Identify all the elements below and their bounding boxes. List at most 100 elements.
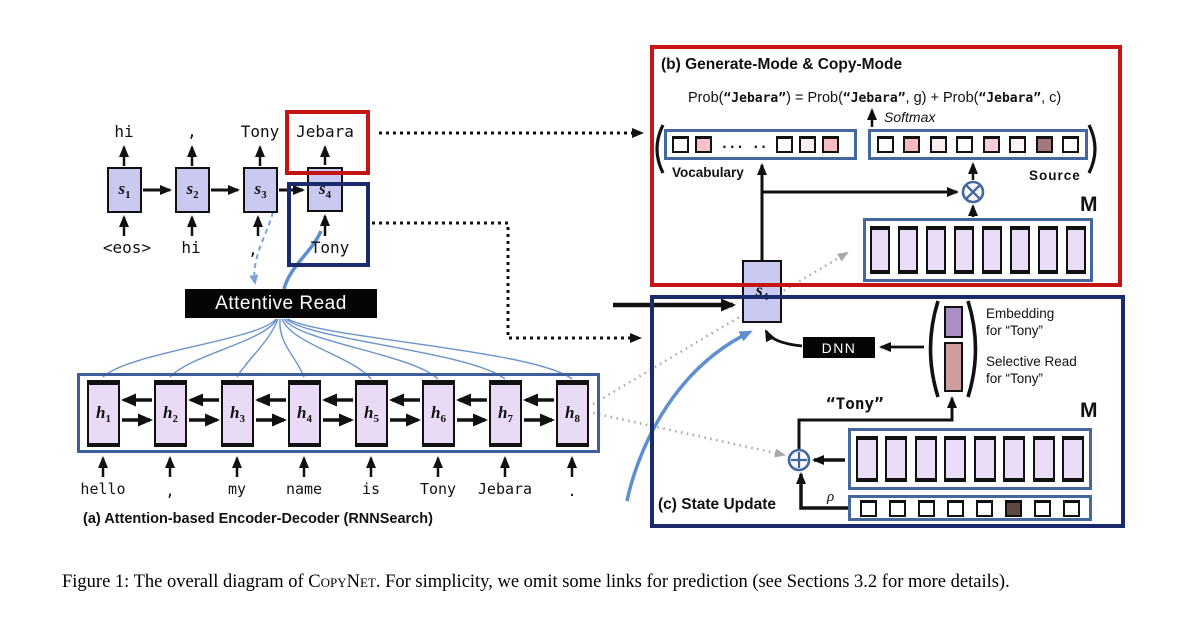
panel-c-title: (c) State Update [658,496,776,513]
decoder-output-word: Jebara [296,122,354,141]
source-cell [1035,136,1053,153]
encoder-state-h5: h5 [355,380,388,447]
source-cell [903,136,921,153]
encoder-token: Tony [419,480,457,498]
rho-cell [947,499,964,517]
embedding-label-line2: for “Tony” [986,323,1044,338]
dotted-connectors [372,128,644,343]
memory-bar [954,226,974,274]
embedding-label-line1: Embedding [986,306,1055,321]
vocab-cell [822,136,839,153]
vocab-cell [695,136,712,153]
decoder-output-word: Tony [240,122,280,141]
rho-cell [1005,499,1022,517]
memory-label-c: M [1080,399,1098,422]
encoder-state-h7: h7 [489,380,522,447]
decoder-input-word: , [248,240,258,259]
copy-source-frame [287,182,370,267]
memory-bar [856,436,878,482]
rho-cell [918,499,935,517]
predicted-word-frame [285,110,370,175]
vocab-cell [799,136,816,153]
source-cell [982,136,1000,153]
decoder-state-s1: s1 [107,167,142,213]
rho-cell [889,499,906,517]
selective-label-line1: Selective Read [986,354,1077,369]
encoder-token: Jebara [477,480,533,498]
source-cell [1061,136,1079,153]
figure-caption: Figure 1: The overall diagram of CopyNet… [62,572,1010,592]
multiply-node [961,180,985,204]
dnn-box: DNN [803,337,875,358]
panel-a-label: (a) Attention-based Encoder-Decoder (RNN… [83,511,433,527]
encoder-token-arrows [98,456,577,477]
decoder-input-word: <eos> [102,238,152,257]
source-row [868,129,1088,160]
memory-box-c [848,428,1092,490]
attention-query-dashed-curve [249,211,274,285]
attentive-context-curve [625,330,753,502]
rho-label: ρ [827,489,835,505]
embedding-bar [944,306,963,338]
softmax-label: Softmax [884,109,936,125]
memory-bar [898,226,918,274]
state-update-panel [650,295,1125,528]
vocab-cell [672,136,689,153]
memory-bar [1032,436,1055,482]
source-cell [956,136,974,153]
update-state-s4: s4 [742,260,782,323]
decoder-input-word: Tony [310,238,350,257]
memory-bar [1061,436,1084,482]
attention-fan [102,318,573,380]
source-cell [877,136,894,153]
memory-bar [1003,436,1026,482]
encoder-state-h3: h3 [221,380,254,447]
encoder-state-h1: h1 [87,380,120,447]
rho-cell [860,499,877,517]
encoder-token: , [165,482,175,500]
memory-bar [1038,226,1058,274]
memory-box-b [863,218,1093,282]
decoder-output-word: hi [114,122,134,141]
encoder-token: name [285,480,323,498]
memory-bar [914,436,937,482]
tony-label: “Tony” [826,394,884,413]
memory-bar [1066,226,1086,274]
copynet-name: CopyNet [308,572,376,592]
encoder-token: hello [80,480,126,498]
encoder-token: . [567,482,577,500]
source-label: Source [1029,168,1081,183]
decoder-state-s3: s3 [243,167,278,213]
attention-query-curve [282,230,323,290]
encoder-token: my [227,480,247,498]
rho-cell [1063,499,1080,517]
vocab-cell [776,136,793,153]
vocabulary-label: Vocabulary [672,165,744,180]
vocabulary-row: ... .. [664,129,857,160]
rho-cell [976,499,993,517]
decoder-input-arrows [119,214,330,236]
selective-read-bar [944,342,963,392]
source-cell [1009,136,1027,153]
rho-cell [1034,499,1051,517]
encoder-frame [77,373,600,453]
panel-b-title: (b) Generate-Mode & Copy-Mode [661,56,903,73]
encoder-state-h6: h6 [422,380,455,447]
selective-label-line2: for “Tony” [986,371,1044,386]
decoder-output-arrows [119,145,330,166]
rho-to-add-path [796,472,848,510]
attentive-read-box: Attentive Read [185,289,377,318]
generate-copy-panel [650,45,1122,287]
encoder-token: is [361,480,381,498]
vocab-ellipsis: ... .. [720,137,768,152]
encoder-state-h4: h4 [288,380,321,447]
tony-to-selective-path [797,396,957,449]
memory-bar [973,436,996,482]
score-branch-lines [757,163,959,262]
memory-bar [926,226,946,274]
decoder-output-word: , [187,122,197,141]
memory-bar [870,226,890,274]
dnn-to-state-arrow [764,329,803,348]
encoder-state-h2: h2 [154,380,187,447]
decoder-state-s2: s2 [175,167,210,213]
